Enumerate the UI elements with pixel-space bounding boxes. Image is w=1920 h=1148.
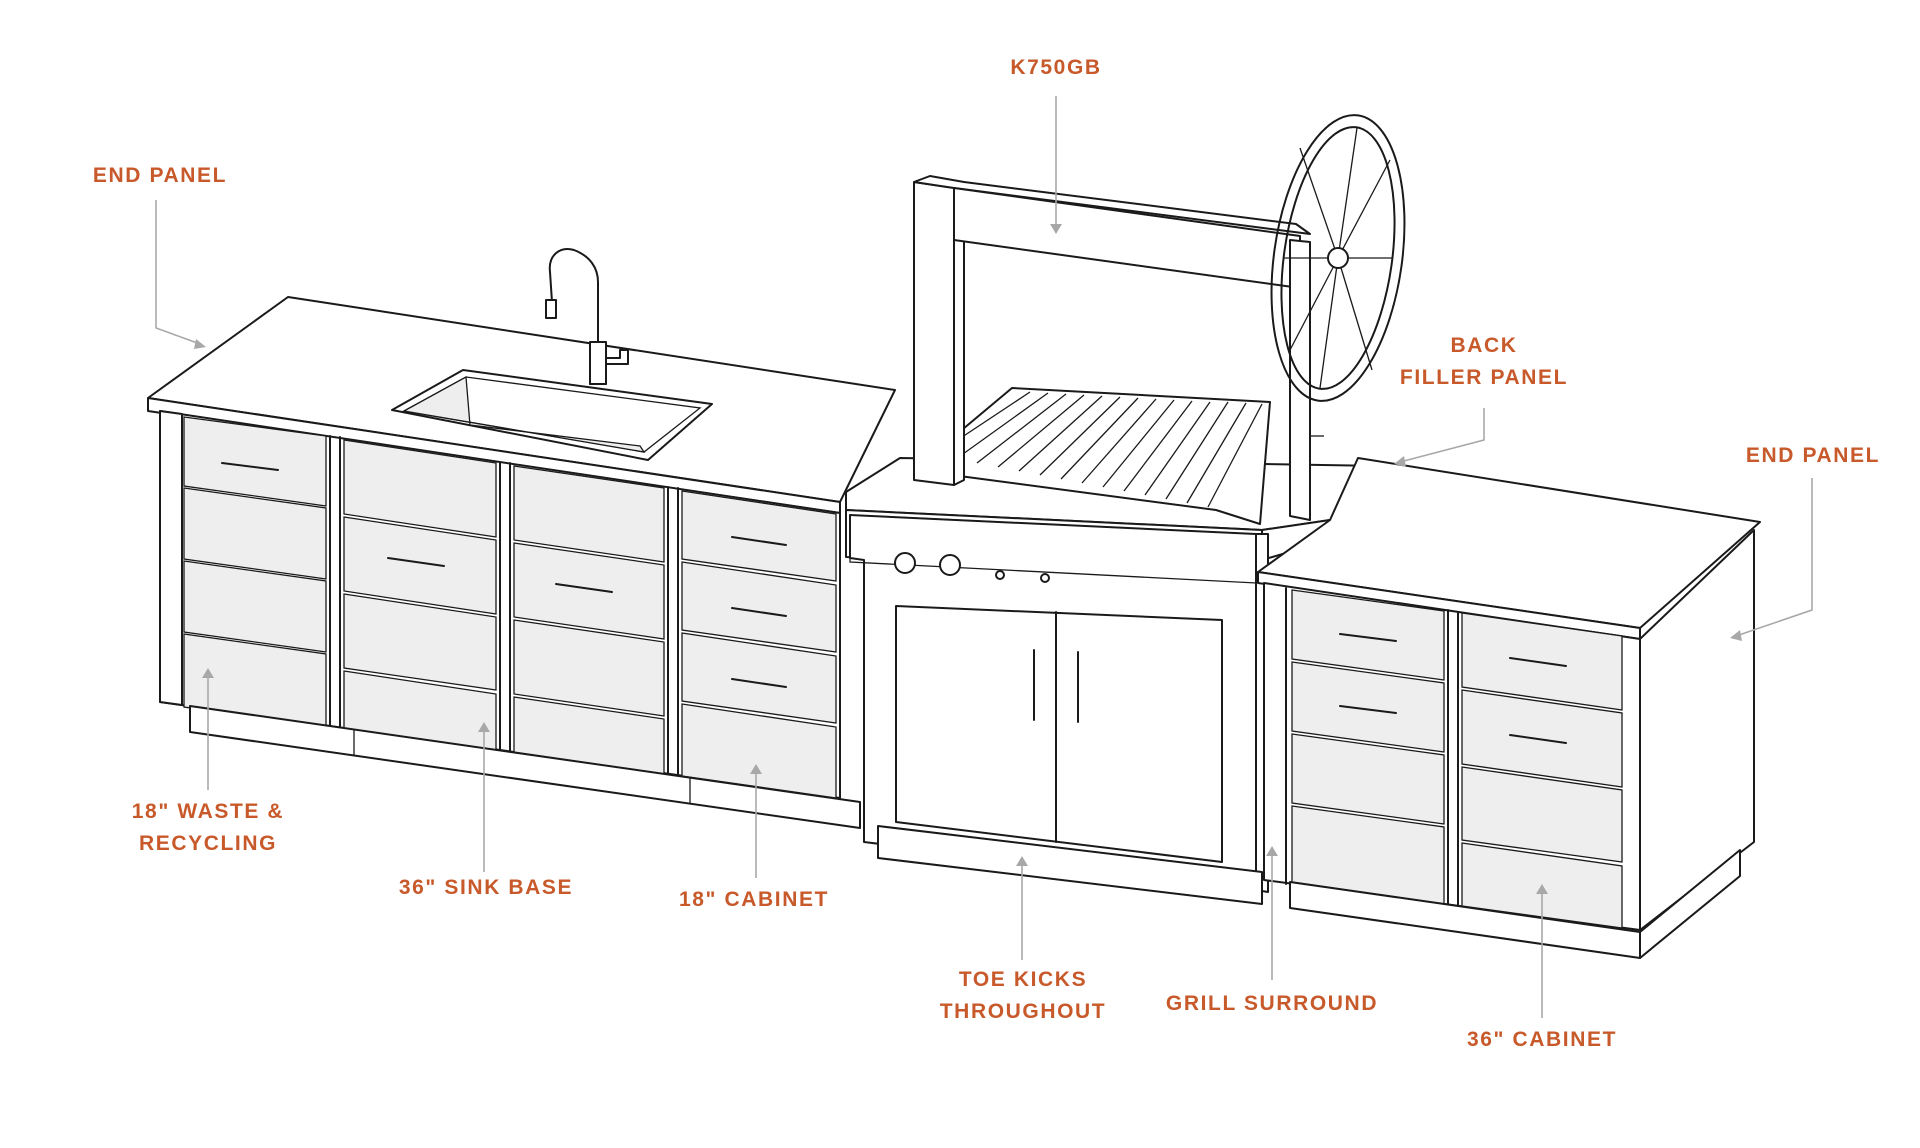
left-cabinet-run (159, 410, 861, 829)
label-toe-kicks-line1: TOE KICKS (958, 968, 1088, 991)
label-18-cabinet: 18" CABINET (654, 884, 854, 916)
label-36-cabinet-text: 36" CABINET (1466, 1028, 1618, 1051)
label-k750gb-text: K750GB (1010, 56, 1102, 79)
label-sink-base: 36" SINK BASE (376, 872, 596, 904)
label-sink-base-text: 36" SINK BASE (398, 876, 574, 899)
sink-basin (391, 369, 713, 461)
label-waste-line2: RECYCLING (138, 832, 278, 855)
label-toe-kicks-line2: THROUGHOUT (939, 1000, 1107, 1023)
label-back-filler-line2: FILLER PANEL (1399, 366, 1569, 389)
label-18-cabinet-text: 18" CABINET (678, 888, 830, 911)
grill-frame (913, 175, 1324, 521)
label-grill-surround: GRILL SURROUND (1152, 988, 1392, 1020)
grill-wheel (1270, 114, 1406, 402)
label-back-filler-line1: BACK (1450, 334, 1518, 357)
label-36-cabinet: 36" CABINET (1444, 1024, 1640, 1056)
label-end-panel-left-text: END PANEL (92, 164, 228, 187)
leader-lines (155, 96, 1813, 1018)
label-end-panel-left: END PANEL (70, 160, 250, 192)
label-waste-line1: 18" WASTE & (131, 800, 285, 823)
right-cabinet-run (1263, 529, 1755, 959)
grill-surround (845, 457, 1383, 905)
label-toe-kicks: TOE KICKS THROUGHOUT (918, 964, 1128, 1028)
right-countertop (1257, 457, 1761, 640)
label-k750gb: K750GB (996, 52, 1116, 84)
label-end-panel-right: END PANEL (1728, 440, 1898, 472)
label-grill-surround-text: GRILL SURROUND (1165, 992, 1379, 1015)
label-back-filler-panel: BACK FILLER PANEL (1378, 330, 1590, 394)
label-end-panel-right-text: END PANEL (1745, 444, 1881, 467)
label-waste-recycling: 18" WASTE & RECYCLING (108, 796, 308, 860)
grill-grate (913, 387, 1271, 525)
faucet (545, 248, 629, 385)
